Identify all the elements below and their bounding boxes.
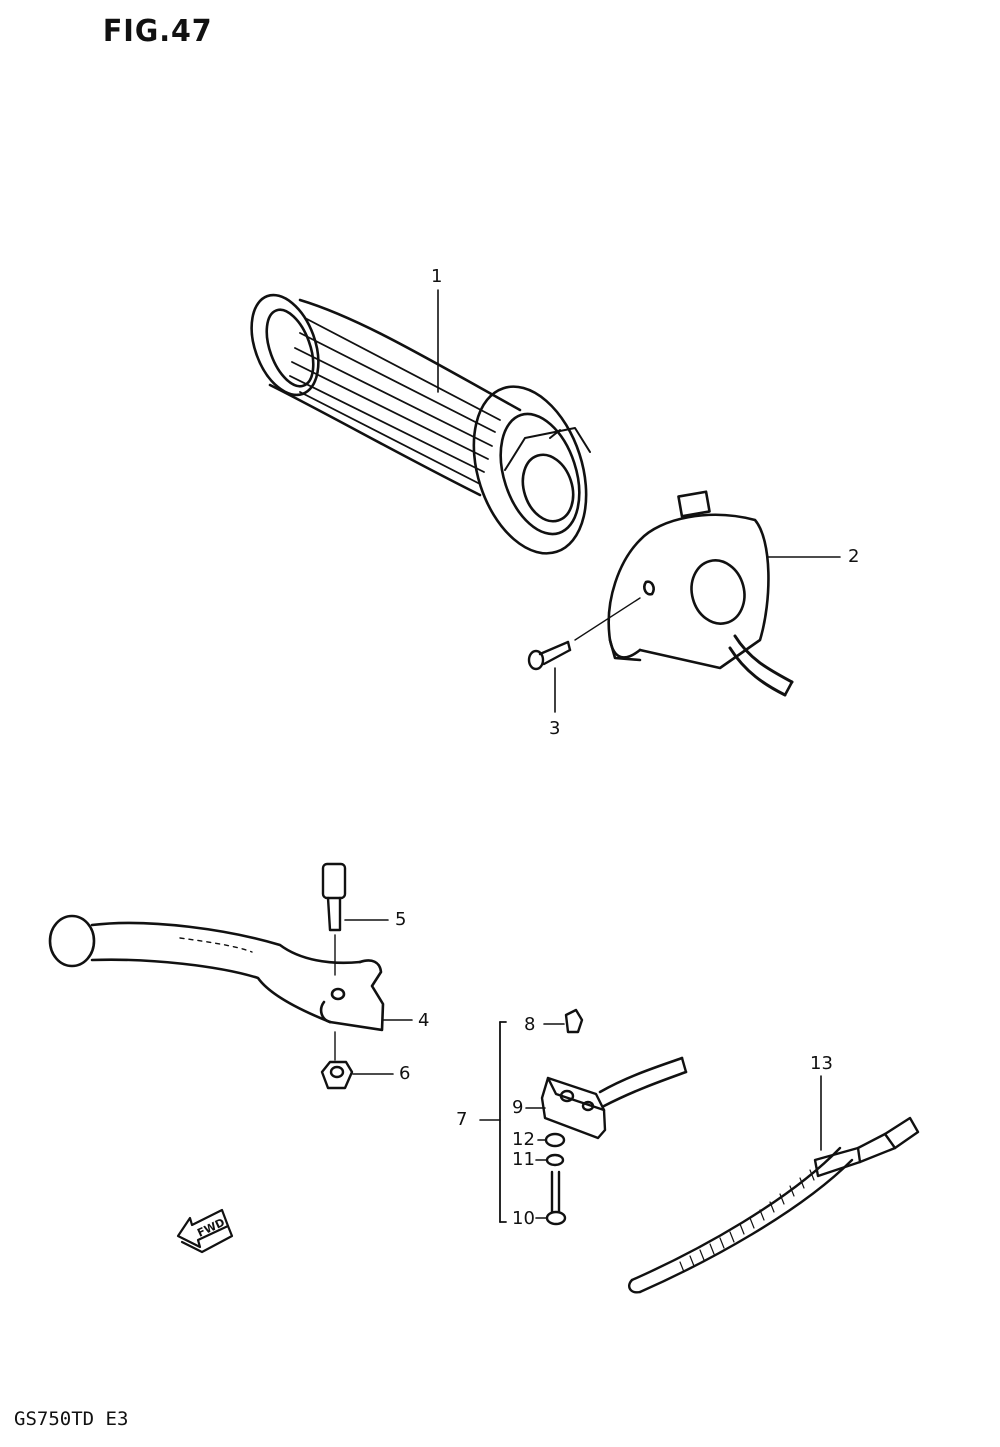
callout-5: 5 — [395, 909, 407, 930]
switch-assembly — [499, 1008, 688, 1226]
callout-3: 3 — [549, 718, 561, 739]
callout-11: 11 — [512, 1149, 535, 1170]
callout-9: 9 — [512, 1097, 524, 1118]
callout-4: 4 — [418, 1010, 430, 1031]
callout-10: 10 — [512, 1208, 535, 1229]
forward-arrow-icon: FWD — [176, 1208, 234, 1254]
switch-housing — [607, 490, 794, 697]
callout-7: 7 — [456, 1109, 468, 1130]
callout-6: 6 — [399, 1063, 411, 1084]
pivot-nut — [320, 1060, 354, 1090]
pivot-bolt — [321, 862, 347, 1061]
callout-12: 12 — [512, 1129, 535, 1150]
hand-lever — [48, 914, 385, 1032]
cable-tie — [628, 1116, 920, 1294]
figure-title: FIG.47 — [102, 14, 213, 49]
callout-1: 1 — [431, 266, 443, 287]
handlebar-grip — [250, 293, 591, 555]
callout-13: 13 — [810, 1053, 833, 1074]
leader-lines — [344, 289, 841, 1219]
housing-screw — [527, 597, 641, 671]
callout-2: 2 — [848, 546, 860, 567]
callout-8: 8 — [524, 1014, 536, 1035]
model-code: GS750TD E3 — [14, 1408, 129, 1430]
